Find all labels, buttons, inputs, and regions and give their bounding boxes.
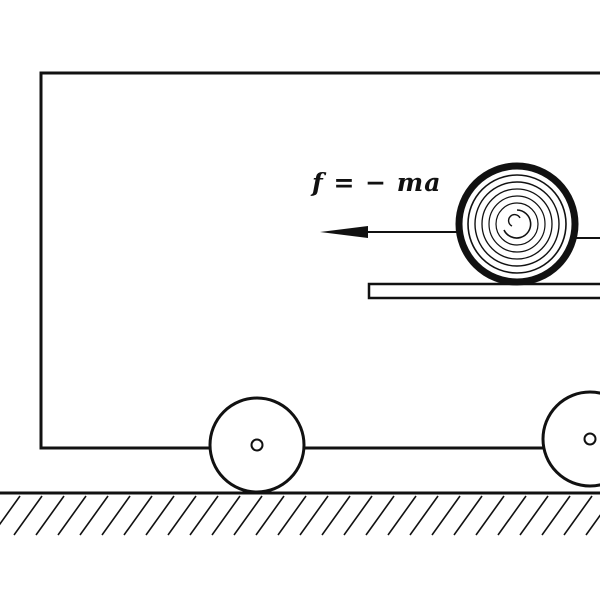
- ball: [455, 162, 579, 286]
- ground-hatching: [0, 495, 600, 536]
- force-arrow: [320, 226, 459, 238]
- left-wheel: [208, 396, 306, 494]
- right-wheel: [541, 390, 600, 488]
- cart-body: [39, 71, 600, 450]
- shelf: [367, 282, 600, 300]
- force-label: f = − ma: [312, 168, 442, 197]
